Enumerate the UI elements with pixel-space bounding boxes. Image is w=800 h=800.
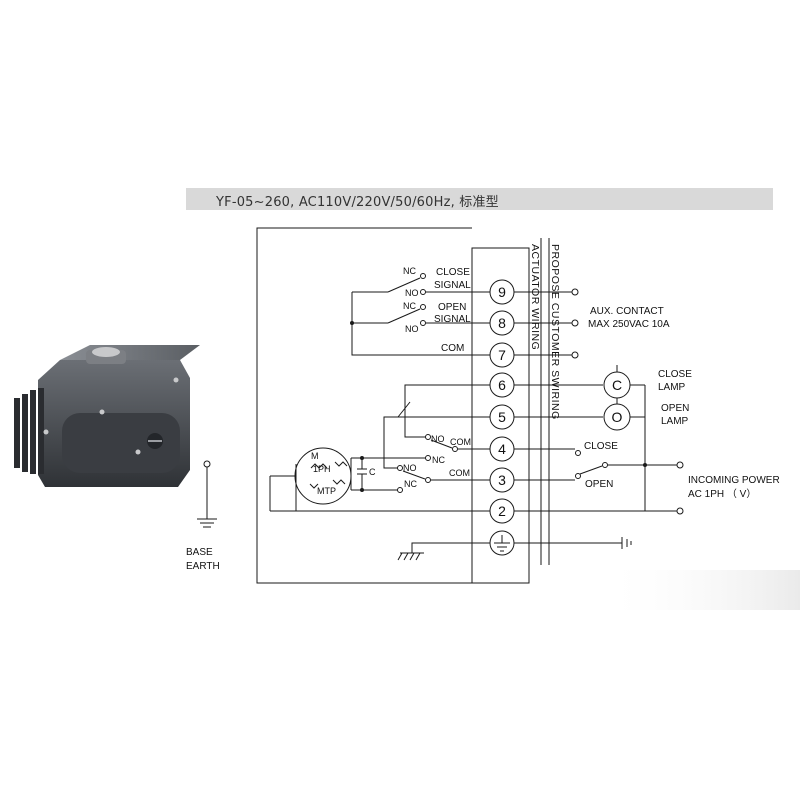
motor-phase-label: 1PH: [313, 464, 331, 474]
limit-bottom-no: NO: [403, 463, 417, 473]
customer-wiring-label: PROPOSE CUSTOMER SWIRING: [549, 244, 561, 420]
header-bar: [186, 188, 773, 210]
limit-bottom-nc: NC: [404, 479, 417, 489]
close-signal-nc: NC: [403, 266, 416, 276]
enclosure-outline: [256, 227, 472, 584]
terminal-block: [471, 247, 530, 584]
terminal-9-label: 9: [498, 284, 506, 300]
limit-top-no: NO: [431, 434, 445, 444]
motor-protection-label: MTP: [317, 486, 336, 496]
control-close-label: CLOSE: [584, 441, 618, 452]
close-signal-subtitle: SIGNAL: [434, 280, 471, 291]
motor-m-label: M: [311, 451, 319, 461]
terminal-7-label: 7: [498, 347, 506, 363]
com-label: COM: [441, 343, 464, 354]
open-signal-no: NO: [405, 324, 419, 334]
close-signal-no: NO: [405, 288, 419, 298]
header-title: YF-05~260, AC110V/220V/50/60Hz, 标准型: [216, 195, 499, 210]
close-lamp-line2: LAMP: [658, 382, 686, 393]
close-signal-title: CLOSE: [436, 267, 470, 278]
terminal-2-label: 2: [498, 503, 506, 519]
base-earth-line2: EARTH: [186, 561, 220, 572]
actuator-wiring-label: ACTUATOR WIRING: [529, 244, 541, 350]
incoming-power-line2: AC 1PH （ V）: [688, 488, 756, 500]
close-lamp-line1: CLOSE: [658, 369, 692, 380]
open-lamp-line1: OPEN: [661, 403, 689, 414]
actuator-illustration: [14, 345, 200, 487]
terminal-5-label: 5: [498, 409, 506, 425]
capacitor-label: C: [369, 467, 376, 477]
limit-bottom-com: COM: [449, 468, 470, 478]
open-signal-subtitle: SIGNAL: [434, 314, 471, 325]
open-lamp-line2: LAMP: [661, 416, 689, 427]
control-open-label: OPEN: [585, 479, 613, 490]
close-lamp-symbol: C: [612, 377, 622, 393]
terminal-3-label: 3: [498, 472, 506, 488]
terminal-8-label: 8: [498, 315, 506, 331]
limit-top-nc: NC: [432, 455, 445, 465]
open-signal-title: OPEN: [438, 302, 466, 313]
open-signal-nc: NC: [403, 301, 416, 311]
limit-top-com: COM: [450, 437, 471, 447]
aux-contact-line1: AUX. CONTACT: [590, 306, 664, 317]
terminal-4-label: 4: [498, 441, 506, 457]
aux-contact-line2: MAX 250VAC 10A: [588, 319, 670, 330]
base-earth-line1: BASE: [186, 547, 213, 558]
incoming-power-line1: INCOMING POWER: [688, 475, 780, 486]
open-lamp-symbol: O: [612, 409, 623, 425]
terminal-6-label: 6: [498, 377, 506, 393]
